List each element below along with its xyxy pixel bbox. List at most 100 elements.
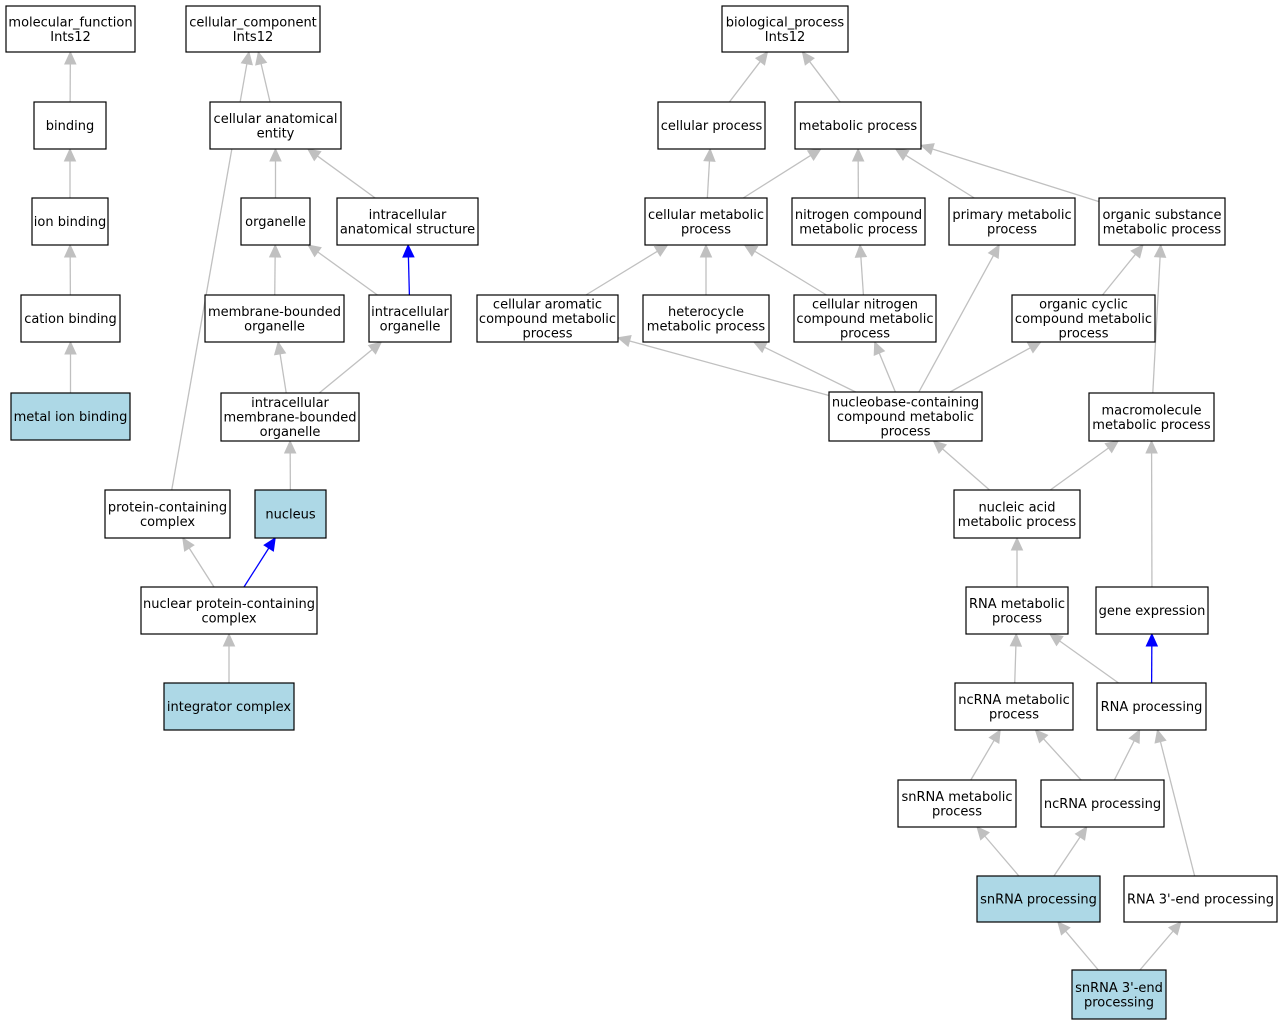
node-box [1095, 586, 1209, 635]
edge-line [742, 154, 811, 199]
node-box [476, 294, 619, 343]
node-box [721, 5, 849, 53]
edge-line [188, 547, 215, 588]
node-label-line: processing [1084, 995, 1154, 1010]
node-label-line: ncRNA processing [1044, 797, 1161, 812]
edge-line [317, 251, 378, 296]
edge-arrowhead [1074, 826, 1088, 841]
edge-line [279, 353, 287, 394]
node-label-line: biological_process [726, 15, 845, 30]
edge-line [878, 352, 896, 393]
edge-rna3p-to-rnap [1154, 728, 1196, 877]
go-term-node-rnap: RNA processing [1096, 682, 1207, 731]
edge-imbo-to-mbo [273, 340, 287, 394]
node-label-line: process [932, 804, 982, 819]
edge-arrowhead [367, 341, 383, 355]
node-box [965, 586, 1069, 635]
node-label-line: membrane-bounded [208, 305, 341, 320]
node-box [897, 779, 1017, 828]
edge-arrowhead [1009, 632, 1023, 647]
edge-line [243, 547, 270, 588]
node-label-line: RNA 3'-end processing [1127, 893, 1274, 908]
node-label-line: RNA metabolic [969, 597, 1065, 612]
node-label-line: snRNA metabolic [901, 790, 1012, 805]
node-label-line: binding [46, 119, 94, 134]
go-term-node-ncrnap: ncRNA processing [1040, 779, 1165, 828]
edge-io-to-ias [402, 243, 415, 296]
node-label-line: nucleobase-containing [832, 396, 979, 411]
node-box [140, 586, 318, 635]
edge-line [809, 61, 841, 103]
go-term-node-cp: cellular process [657, 101, 766, 150]
edge-nucleus-to-imbo [283, 439, 297, 491]
edge-arrowhead [222, 632, 236, 647]
node-box [644, 197, 768, 246]
node-label-line: macromolecule [1101, 403, 1201, 418]
edge-namp-to-nbcmp [932, 440, 990, 491]
edge-line [1043, 738, 1082, 781]
edge-nbcmp-to-pmp [918, 243, 1000, 393]
node-box [204, 294, 345, 343]
edge-line [706, 160, 711, 199]
node-box [976, 875, 1101, 923]
edge-line [1053, 836, 1081, 877]
edge-arrowhead [932, 440, 948, 454]
edge-imbo-to-io [318, 341, 383, 394]
go-term-node-rna3p: RNA 3'-end processing [1123, 875, 1278, 923]
edge-rnap-to-rnamp [1048, 633, 1119, 684]
node-label-line: process [1059, 327, 1109, 342]
edge-arrowhead [263, 536, 276, 552]
edge-snrnamp-to-ncrnamp [970, 728, 1001, 781]
node-label-line: nitrogen compound [795, 208, 922, 223]
edge-rnamp-to-namp [1010, 536, 1024, 587]
edge-arrowhead [63, 243, 77, 258]
node-label-line: nucleic acid [978, 500, 1055, 515]
node-label-line: compound metabolic [479, 312, 616, 327]
edge-mp-to-bp [801, 51, 841, 103]
go-term-node-organelle: organelle [240, 197, 311, 246]
edge-arrowhead [806, 148, 822, 161]
edge-arrowhead [919, 143, 935, 156]
node-box [793, 294, 937, 343]
edge-line [949, 347, 1031, 393]
edge-arrowhead [754, 51, 769, 66]
edge-line [1113, 740, 1135, 781]
edge-cmp-to-cp [703, 147, 716, 199]
edge-arrowhead [752, 341, 768, 354]
node-box [1123, 875, 1278, 923]
edge-arrowhead [894, 148, 910, 161]
edge-arrowhead [63, 147, 77, 162]
edge-line [932, 148, 1100, 203]
node-box [163, 682, 295, 731]
node-label-line: entity [257, 126, 295, 141]
edge-arrowhead [1057, 921, 1071, 936]
edge-arrowhead [1048, 633, 1064, 647]
node-label-line: intracellular [371, 305, 449, 320]
edge-line [318, 349, 373, 394]
edge-arrowhead [987, 243, 1000, 259]
node-label-line: organelle [245, 215, 306, 230]
edge-cationbinding-to-ionbinding [63, 243, 77, 296]
node-label-line: nuclear protein-containing [143, 597, 315, 612]
node-label-line: organelle [380, 319, 441, 334]
edge-line [764, 346, 856, 393]
edge-npcc-to-pcc [182, 536, 215, 588]
node-label-line: primary metabolic [952, 208, 1071, 223]
edge-pmp-to-mp [894, 148, 975, 199]
edge-line [942, 448, 990, 491]
edge-arrowhead [64, 50, 77, 65]
node-label-line: metabolic process [799, 222, 918, 237]
edge-metalion-to-cationbinding [64, 340, 77, 393]
node-label-line: metabolic process [1092, 418, 1211, 433]
